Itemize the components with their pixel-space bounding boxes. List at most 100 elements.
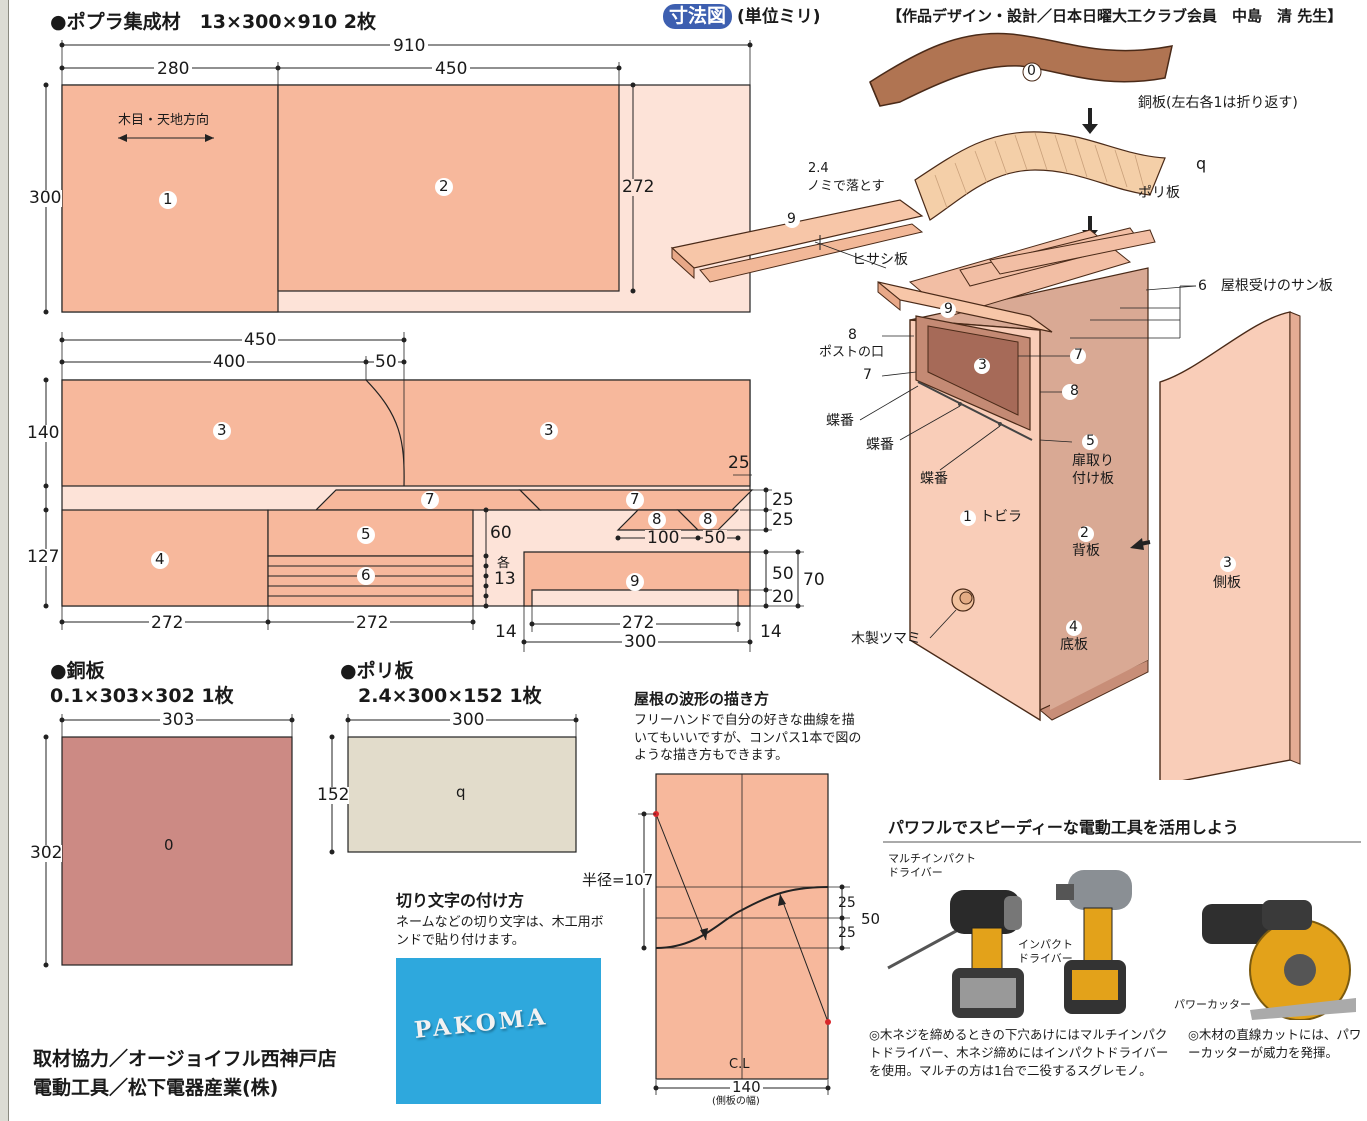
asm-4-label: 底板: [1060, 637, 1088, 653]
dim2-25a: 25: [772, 490, 794, 510]
dim-280: 280: [154, 61, 193, 78]
multi-impact-driver: [887, 890, 1024, 1018]
dim2-13: 13: [494, 569, 516, 589]
part-7a-label: 7: [425, 490, 435, 508]
asm-2-label: 背板: [1072, 543, 1100, 559]
part-3a-label: 3: [217, 421, 227, 439]
asm-eave-label: ヒサシ板: [852, 252, 908, 268]
part-5-label: 5: [361, 525, 371, 543]
poly-diagram: [329, 714, 579, 855]
part-3b-label: 3: [544, 421, 554, 439]
part-8a-label: 8: [652, 510, 662, 528]
dim2-300: 300: [622, 632, 659, 652]
credit-tools: 電動工具／松下電器産業(株): [33, 1077, 279, 1099]
part-2-label: 2: [439, 177, 449, 195]
roof-curve-title: 屋根の波形の描き方: [634, 690, 770, 708]
roof-curve-diagram: [638, 773, 850, 1095]
roof-width-note: (側板の幅): [712, 1096, 760, 1107]
asm-side-num: 3: [1223, 555, 1232, 571]
dim2-50r: 50: [772, 564, 794, 584]
lettering-sample: PAKOMA: [412, 1003, 550, 1044]
asm-poly-num: q: [1196, 154, 1207, 173]
asm-poly-label: ポリ板: [1138, 185, 1180, 201]
asm-copper-num: 0: [1027, 63, 1036, 79]
part-6-label: 6: [361, 566, 371, 584]
asm-8-right: 8: [1070, 383, 1079, 399]
dim2-100: 100: [645, 528, 682, 548]
dim2-60: 60: [490, 523, 512, 543]
dim2-272b: 272: [354, 613, 391, 633]
copper-roof: [869, 32, 1173, 107]
asm-5-label1: 扉取り: [1072, 453, 1114, 469]
dim-450: 450: [432, 61, 471, 78]
dim-272: 272: [620, 177, 657, 197]
board-section-title: ●ポプラ集成材 13×300×910 2枚: [50, 11, 377, 33]
asm-7-left: 7: [863, 367, 872, 383]
copper-height: 302: [30, 843, 63, 863]
tools-multi-label: マルチインパクト ドライバー: [888, 852, 976, 880]
dim2-14a: 14: [495, 622, 517, 642]
lettering-title: 切り文字の付け方: [396, 891, 525, 910]
poly-height: 152: [317, 785, 350, 805]
part-1-label: 1: [163, 190, 173, 208]
dim2-each: 各: [497, 556, 511, 571]
dim2-140: 140: [27, 423, 60, 443]
asm-knob-label: 木製ツマミ: [851, 631, 921, 647]
tools-impact-label: インパクト ドライバー: [1018, 938, 1073, 966]
credit-line: 【作品デザイン・設計／日本日曜大工クラブ会員 中島 清 先生】: [887, 7, 1343, 25]
copper-title: ●銅板: [50, 660, 105, 682]
dim2-70: 70: [803, 570, 825, 590]
part-8b-label: 8: [703, 510, 713, 528]
tools-note-left: ◎木ネジを締めるときの下穴あけにはマルチインパクトドライバー、木ネジ締めにはイン…: [869, 1027, 1169, 1079]
tools-heading-rule: [883, 841, 1361, 843]
dim2-50: 50: [374, 352, 398, 372]
impact-driver: [1056, 870, 1132, 1014]
lettering-photo: PAKOMA: [396, 958, 601, 1104]
asm-copper-label: 銅板(左右各1は折り返す): [1138, 95, 1298, 111]
poly-sheet: [347, 736, 577, 853]
part-4-label: 4: [155, 550, 165, 568]
asm-hinge-3: 蝶番: [920, 471, 948, 487]
power-cutter: [1202, 900, 1356, 1020]
dim2-450: 450: [242, 330, 279, 350]
tools-heading: パワフルでスピーディーな電動工具を活用しよう: [888, 818, 1239, 837]
asm-slot-num: 8: [848, 327, 857, 343]
dim2-127: 127: [27, 547, 60, 567]
asm-1-label: トビラ: [980, 509, 1022, 525]
poly-part: q: [456, 783, 466, 801]
unit-note: (単位ミリ): [737, 7, 821, 27]
asm-4-num: 4: [1069, 619, 1078, 635]
asm-eave-dim: 2.4: [808, 161, 829, 176]
credit-store: 取材協力／オージョイフル西神戸店: [33, 1048, 337, 1070]
copper-sheet: [61, 736, 293, 966]
roof-cl: C.L: [729, 1057, 750, 1072]
roof-dim-50: 50: [861, 910, 881, 928]
copper-part: 0: [164, 836, 174, 854]
tools-photos: [887, 870, 1356, 1020]
dim2-272a: 272: [149, 613, 186, 633]
asm-rafter-label: 6 屋根受けのサン板: [1198, 278, 1333, 294]
dim2-272c: 272: [620, 613, 657, 633]
roof-curve-desc: フリーハンドで自分の好きな曲線を描いてもいいですが、コンパス1本で図のような描き…: [634, 713, 862, 764]
poly-title: ●ポリ板: [340, 660, 414, 682]
asm-slot-label: ポストの口: [819, 345, 885, 360]
part-9-label: 9: [630, 572, 640, 590]
asm-7-right: 7: [1074, 347, 1083, 363]
copper-spec: 0.1×303×302 1枚: [50, 685, 234, 707]
dim2-50i: 50: [703, 528, 727, 548]
roof-radius: 半径=107: [580, 871, 656, 889]
roof-width: 140: [730, 1078, 763, 1096]
asm-5-num: 5: [1086, 433, 1095, 449]
asm-hinge-2: 蝶番: [866, 437, 894, 453]
asm-hinge-1: 蝶番: [826, 413, 854, 429]
dim-910: 910: [390, 38, 429, 55]
dim2-400: 400: [211, 352, 248, 372]
dim2-20: 20: [772, 587, 794, 607]
roof-dim-25b: 25: [838, 925, 856, 941]
roof-dim-25a: 25: [838, 895, 856, 911]
asm-3-front: 3: [978, 357, 987, 373]
lettering-desc: ネームなどの切り文字は、木工用ボンドで貼り付けます。: [396, 915, 604, 948]
page-edge: [0, 0, 9, 1121]
asm-9-front: 9: [944, 301, 953, 317]
dimension-badge: 寸法図: [663, 4, 733, 29]
